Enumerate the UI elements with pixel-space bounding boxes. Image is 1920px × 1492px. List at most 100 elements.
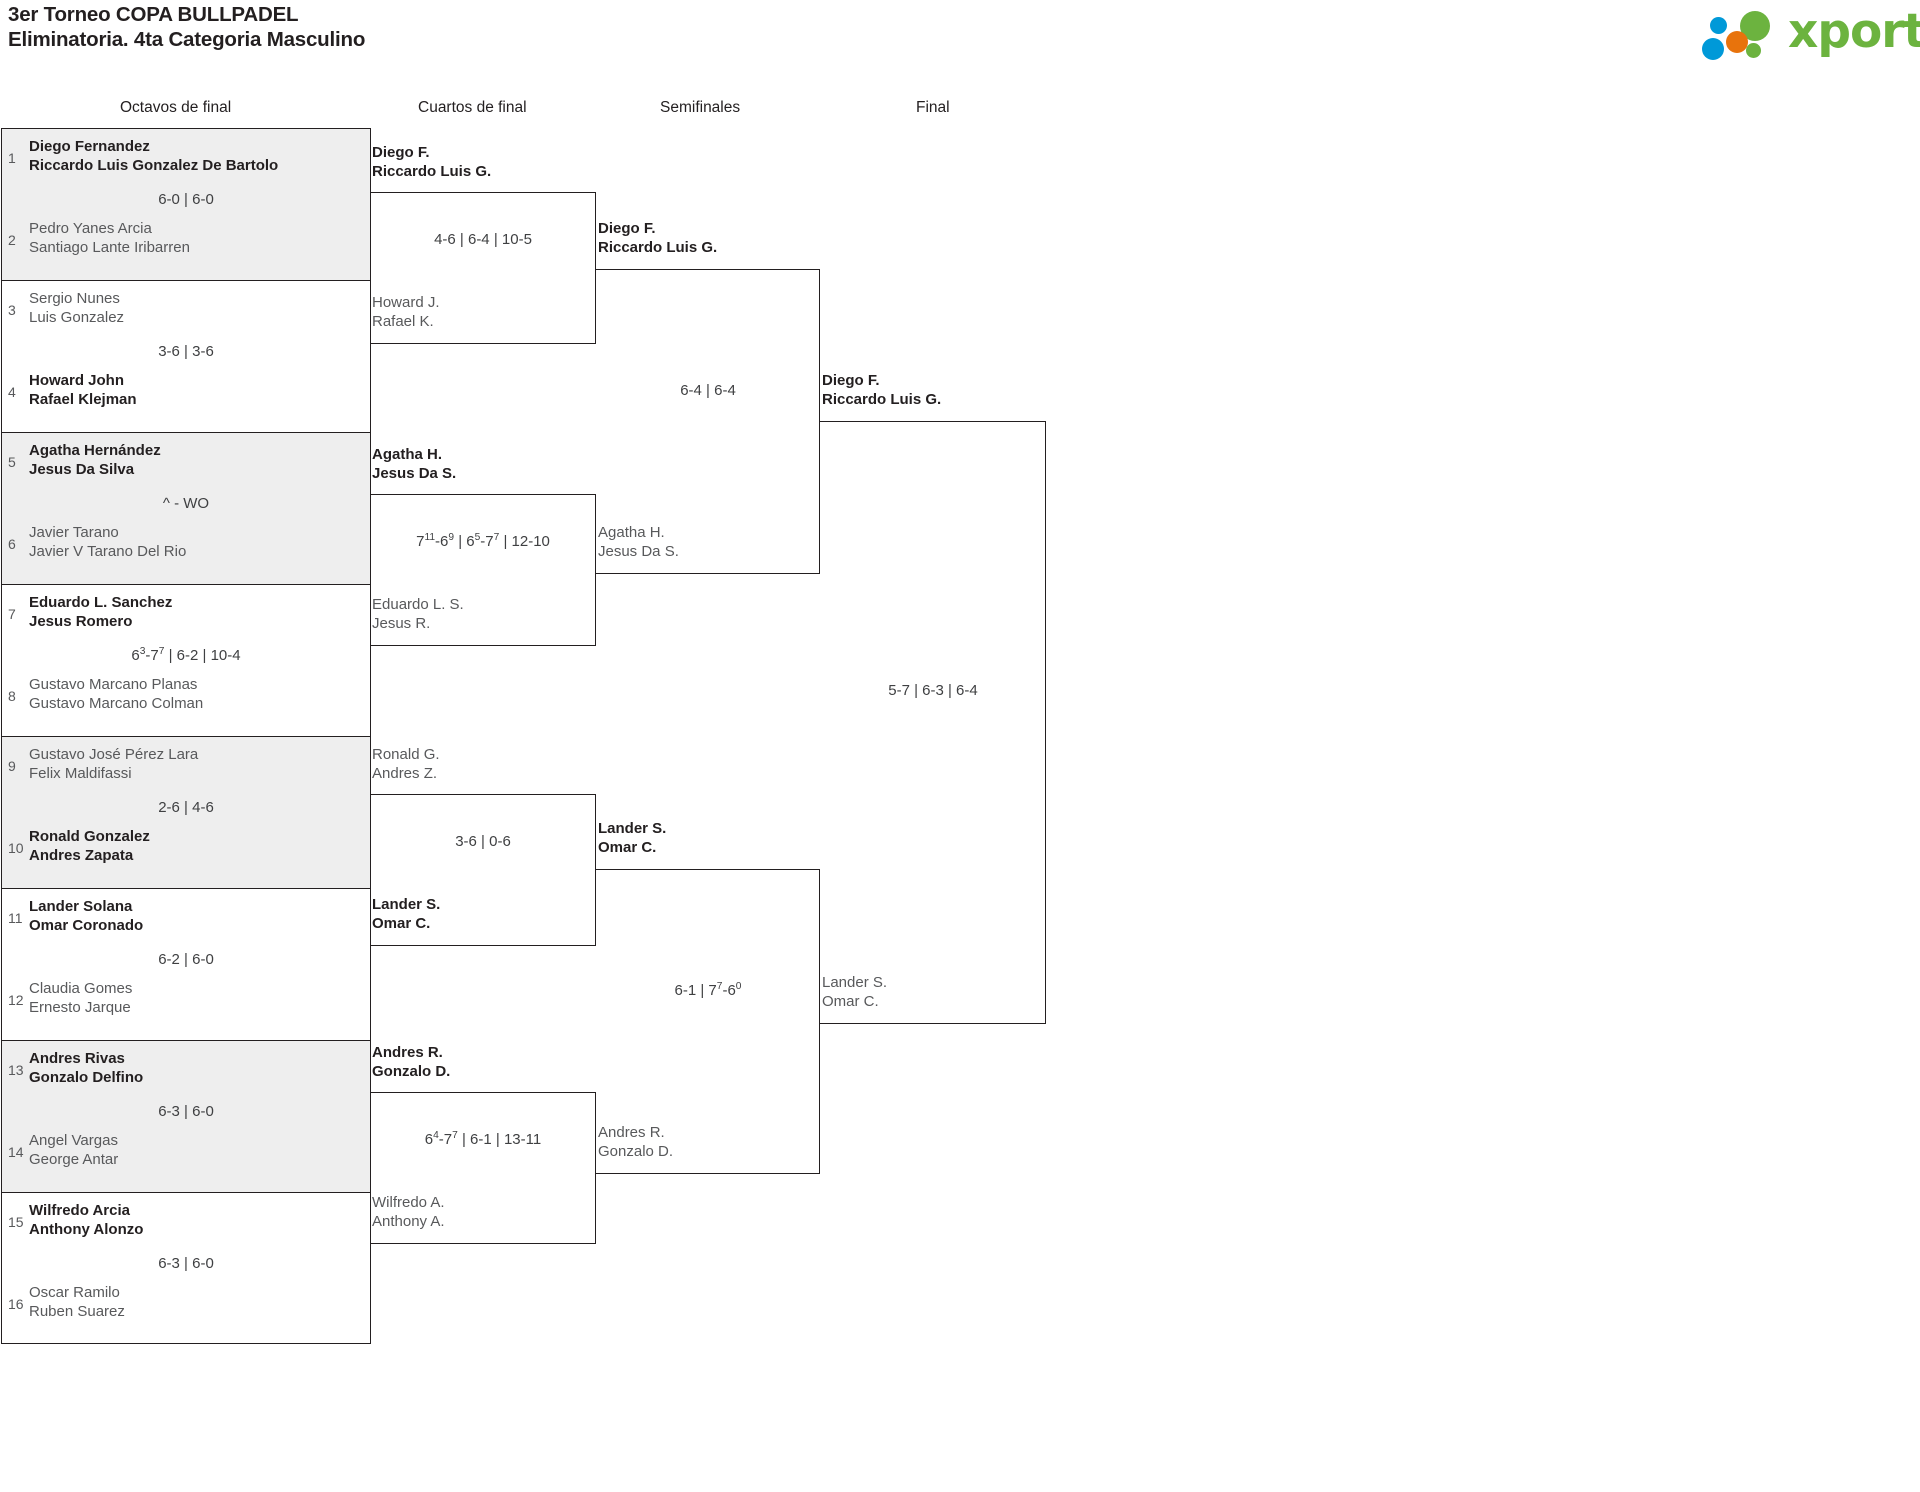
player-name: Diego F. bbox=[822, 372, 880, 389]
player-name: Rafael K. bbox=[372, 313, 434, 330]
player-name: Sergio Nunes bbox=[29, 290, 120, 307]
seed-number: 14 bbox=[8, 1144, 24, 1160]
player-name: Eduardo L. Sanchez bbox=[29, 594, 173, 611]
match-score: 63-77 | 6-2 | 10-4 bbox=[131, 646, 241, 664]
player-name: Gustavo Marcano Colman bbox=[29, 695, 204, 712]
sf1-score: 6-4 | 6-4 bbox=[680, 382, 736, 399]
player-name: Gonzalo D. bbox=[372, 1063, 451, 1080]
player-name: George Antar bbox=[29, 1151, 119, 1168]
player-name: Lander Solana bbox=[29, 898, 133, 915]
player-name: Gonzalo D. bbox=[598, 1143, 674, 1160]
sf2-box[interactable] bbox=[596, 869, 820, 1174]
player-name: Javier V Tarano Del Rio bbox=[29, 543, 187, 560]
qf1-box[interactable] bbox=[370, 192, 596, 344]
player-name: Andres Z. bbox=[372, 765, 438, 782]
sf2-top-team: Lander S.Omar C. bbox=[598, 819, 666, 857]
player-name: Anthony Alonzo bbox=[29, 1221, 144, 1238]
qf1-top-team: Diego F.Riccardo Luis G. bbox=[372, 143, 491, 181]
seed-number: 8 bbox=[8, 688, 16, 704]
player-name: Jesus Da Silva bbox=[29, 461, 135, 478]
qf4-score: 64-77 | 6-1 | 13-11 bbox=[424, 1130, 542, 1148]
page-title: 3er Torneo COPA BULLPADEL Eliminatoria. … bbox=[8, 2, 365, 52]
qf3-bottom-team: Lander S. Omar C. bbox=[372, 895, 440, 933]
player-name: Jesus R. bbox=[372, 615, 431, 632]
player-name: Gustavo José Pérez Lara bbox=[29, 746, 199, 763]
seed-number: 16 bbox=[8, 1296, 24, 1312]
player-name: Lander S. bbox=[598, 820, 667, 837]
player-name: Diego F. bbox=[372, 144, 430, 161]
final-box[interactable] bbox=[820, 421, 1046, 1024]
player-name: Ronald Gonzalez bbox=[29, 828, 150, 845]
qf3-score: 3-6 | 0-6 bbox=[455, 833, 511, 850]
player-name: Howard John bbox=[29, 372, 125, 389]
player-name: Ruben Suarez bbox=[29, 1303, 125, 1320]
qf1-bottom-team: Howard J. Rafael K. bbox=[372, 293, 440, 331]
player-name: Omar C. bbox=[372, 915, 431, 932]
qf1-score: 4-6 | 6-4 | 10-5 bbox=[434, 231, 532, 248]
player-name: Angel Vargas bbox=[29, 1132, 118, 1149]
round-header-semis: Semifinales bbox=[660, 99, 741, 116]
sf1-box[interactable] bbox=[596, 269, 820, 574]
sf1-bottom-team: Agatha H.Jesus Da S. bbox=[598, 523, 679, 561]
final-runnerup-team: Lander S.Omar C. bbox=[822, 973, 887, 1011]
tournament-title-line1: 3er Torneo COPA BULLPADEL bbox=[8, 3, 299, 26]
qf3-box[interactable] bbox=[370, 794, 596, 946]
player-name: Wilfredo Arcia bbox=[29, 1202, 130, 1219]
qf2-bottom-team: Eduardo L. S. Jesus R. bbox=[372, 595, 464, 633]
player-name: Andres Rivas bbox=[29, 1050, 125, 1067]
player-name: Howard J. bbox=[372, 294, 440, 311]
xporty-logo[interactable]: xporty bbox=[1670, 4, 1920, 60]
qf2-score: 711-69 | 65-77 | 12-10 bbox=[416, 532, 550, 550]
seed-number: 7 bbox=[8, 606, 16, 622]
player-name: Lander S. bbox=[372, 896, 441, 913]
seed-number: 12 bbox=[8, 992, 24, 1008]
seed-number: 1 bbox=[8, 150, 16, 166]
final-score: 5-7 | 6-3 | 6-4 bbox=[888, 682, 978, 699]
match-score: 3-6 | 3-6 bbox=[158, 343, 214, 360]
player-name: Gustavo Marcano Planas bbox=[29, 676, 198, 693]
player-name: Diego F. bbox=[598, 220, 656, 237]
seed-number: 13 bbox=[8, 1062, 24, 1078]
player-name: Ronald G. bbox=[372, 746, 440, 763]
player-name: Andres Zapata bbox=[29, 847, 134, 864]
qf4-box[interactable] bbox=[370, 1092, 596, 1244]
player-name: Jesus Da S. bbox=[598, 543, 679, 560]
player-name: Anthony A. bbox=[372, 1213, 445, 1230]
seed-number: 15 bbox=[8, 1214, 24, 1230]
player-name: Wilfredo A. bbox=[372, 1194, 445, 1211]
player-name: Agatha H. bbox=[372, 446, 443, 463]
player-name: Eduardo L. S. bbox=[372, 596, 464, 613]
match-score: 6-2 | 6-0 bbox=[158, 951, 214, 968]
player-name: Javier Tarano bbox=[29, 524, 119, 541]
sf2-score: 6-1 | 77-60 bbox=[674, 981, 742, 999]
seed-number: 5 bbox=[8, 454, 16, 470]
final-winner-team: Diego F.Riccardo Luis G. bbox=[822, 371, 941, 409]
qf2-box[interactable] bbox=[370, 494, 596, 646]
sf2-bottom-team: Andres R.Gonzalo D. bbox=[598, 1123, 673, 1161]
match-score: ^ - WO bbox=[162, 495, 210, 512]
match-score: 6-3 | 6-0 bbox=[158, 1255, 214, 1272]
round-header-final: Final bbox=[916, 99, 950, 116]
sf1-top-team: Diego F.Riccardo Luis G. bbox=[598, 219, 717, 257]
seed-number: 11 bbox=[8, 910, 23, 926]
player-name: Santiago Lante Iribarren bbox=[29, 239, 190, 256]
